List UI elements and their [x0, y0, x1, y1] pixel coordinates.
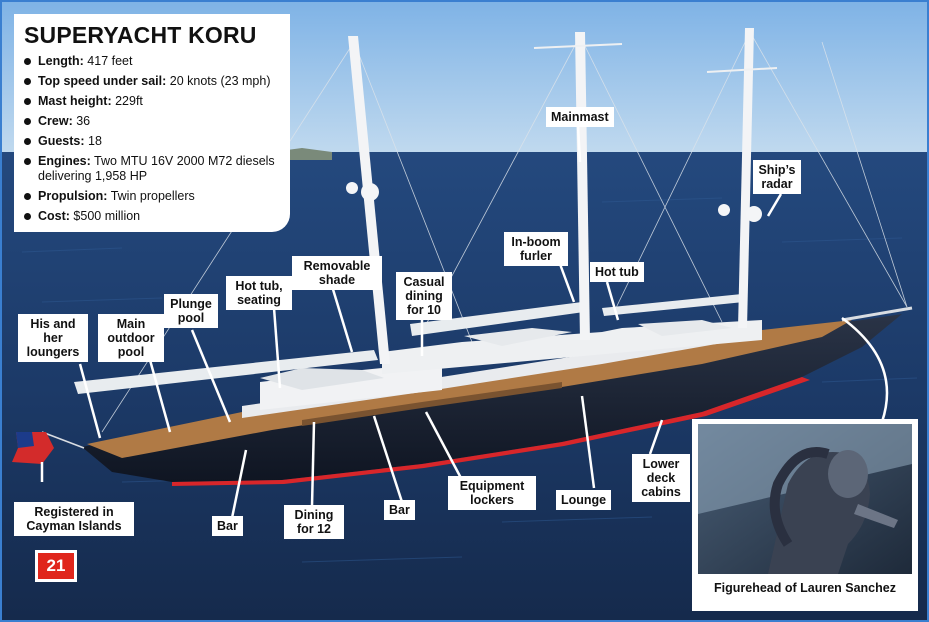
spreader-fore — [706, 67, 778, 73]
figurehead-inset: Figurehead of Lauren Sanchez — [692, 419, 918, 611]
superstructure-1 — [260, 362, 442, 410]
spec-item-guests: Guests: 18 — [24, 134, 286, 149]
label-bar-mid: Bar — [384, 500, 415, 520]
label-plunge-pool: Plunge pool — [164, 294, 218, 328]
spec-item-engines: Engines: Two MTU 16V 2000 M72 diesels de… — [24, 154, 286, 184]
callout-lines — [40, 125, 889, 519]
bullet-icon — [24, 193, 31, 200]
shade-awning — [260, 368, 384, 390]
radar-dome-4 — [718, 204, 730, 216]
bullet-icon — [24, 138, 31, 145]
aft-shade — [638, 320, 732, 336]
label-lounge: Lounge — [556, 490, 612, 510]
deck-windows — [302, 382, 562, 426]
label-registered-cayman: Registered in Cayman Islands — [14, 502, 134, 536]
spec-infobox: SUPERYACHT KORU Length: 417 feet Top spe… — [14, 14, 290, 232]
spec-item-propulsion: Propulsion: Twin propellers — [24, 189, 286, 204]
bullet-icon — [24, 58, 31, 65]
label-bar-aft: Bar — [212, 516, 243, 536]
boom-mid — [410, 302, 584, 336]
bullet-icon — [24, 98, 31, 105]
label-hot-tub-seating: Hot tub, seating — [226, 276, 292, 310]
casual-shade — [464, 328, 572, 346]
bullet-icon — [24, 213, 31, 220]
union-jack-canton — [16, 432, 34, 448]
spec-item-length: Length: 417 feet — [24, 54, 286, 69]
bowsprit — [841, 306, 913, 322]
label-equipment-lockers: Equipment lockers — [448, 476, 536, 510]
label-hot-tub: Hot tub — [590, 262, 644, 282]
spec-item-mast-height: Mast height: 229ft — [24, 94, 286, 109]
label-his-and-her-loungers: His and her loungers — [18, 314, 88, 362]
flagpole — [41, 431, 85, 449]
main-deck — [87, 320, 852, 458]
boom-aft — [74, 350, 378, 394]
bullet-icon — [24, 158, 31, 165]
label-mainmast: Mainmast — [546, 107, 614, 127]
figurehead-photo — [698, 424, 912, 574]
label-lower-deck-cabins: Lower deck cabins — [632, 454, 690, 502]
radar-dome-1 — [361, 183, 379, 201]
spec-list: Length: 417 feet Top speed under sail: 2… — [24, 54, 286, 229]
spec-item-crew: Crew: 36 — [24, 114, 286, 129]
wave-texture — [21, 197, 918, 563]
spec-item-cost: Cost: $500 million — [24, 209, 286, 224]
mast-fore — [738, 28, 754, 328]
label-in-boom-furler: In-boom furler — [504, 232, 568, 266]
radar-dome-3 — [746, 206, 762, 222]
label-casual-dining: Casual dining for 10 — [396, 272, 452, 320]
image-number-badge: 21 — [35, 550, 77, 582]
badge-number: 21 — [38, 553, 74, 579]
spreader-main — [533, 43, 623, 49]
bullet-icon — [24, 78, 31, 85]
boom-fore — [602, 294, 744, 316]
label-dining-for-12: Dining for 12 — [284, 505, 344, 539]
label-removable-shade: Removable shade — [292, 256, 382, 290]
label-main-outdoor-pool: Main outdoor pool — [98, 314, 164, 362]
label-ships-radar: Ship’s radar — [753, 160, 801, 194]
infobox-title: SUPERYACHT KORU — [24, 22, 257, 48]
inset-caption: Figurehead of Lauren Sanchez — [714, 581, 896, 595]
spec-item-top-speed: Top speed under sail: 20 knots (23 mph) — [24, 74, 286, 89]
radar-dome-2 — [346, 182, 358, 194]
bullet-icon — [24, 118, 31, 125]
